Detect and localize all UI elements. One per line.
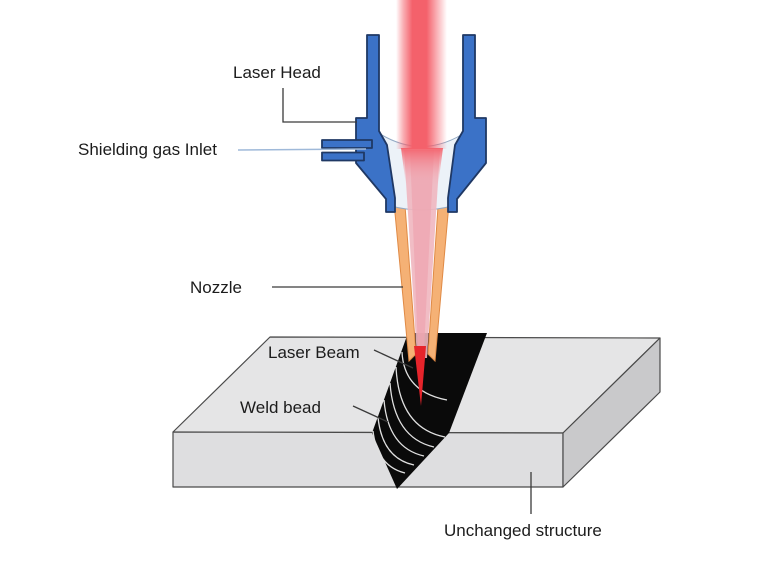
gas-inlet-tube-lower <box>321 151 365 162</box>
weld-bead-shape <box>372 333 487 489</box>
weld-bead-label: Weld bead <box>240 398 321 417</box>
weld-ripple-line <box>383 399 425 457</box>
laser-head-right-wall <box>447 34 487 213</box>
shielding-gas-inlet-label: Shielding gas Inlet <box>78 140 217 159</box>
laser-head-label: Laser Head <box>233 63 321 82</box>
weld-ripple-line <box>395 366 446 438</box>
laser-head-left-wall <box>355 34 396 213</box>
weld-ripple-line <box>372 430 406 474</box>
weld-ripple-line <box>389 382 435 448</box>
laser-head-housing <box>321 34 487 213</box>
weld-ripple-lines <box>372 351 448 474</box>
block-right-face <box>562 337 661 488</box>
nozzle-label: Nozzle <box>190 278 242 297</box>
unchanged-structure-label: Unchanged structure <box>444 521 602 540</box>
focused-beam-spot <box>414 346 426 406</box>
gas-inlet-tube-upper <box>321 139 373 149</box>
leader-lines <box>237 88 532 514</box>
laser-head-leader-line <box>282 88 357 123</box>
focused-beam-core <box>410 150 434 350</box>
weld-ripple-line <box>401 351 448 401</box>
block-front-face <box>172 431 564 488</box>
laser-beam-leader-line <box>373 349 414 369</box>
weld-bead-area <box>372 333 487 489</box>
laser-beam-label: Laser Beam <box>268 343 360 362</box>
laser-beam-fade <box>401 148 443 186</box>
shielding-gas-leader-line <box>237 148 367 151</box>
weld-bead-leader-line <box>352 405 389 423</box>
weld-ripple-line <box>377 416 415 466</box>
laser-beam-column <box>396 0 447 149</box>
